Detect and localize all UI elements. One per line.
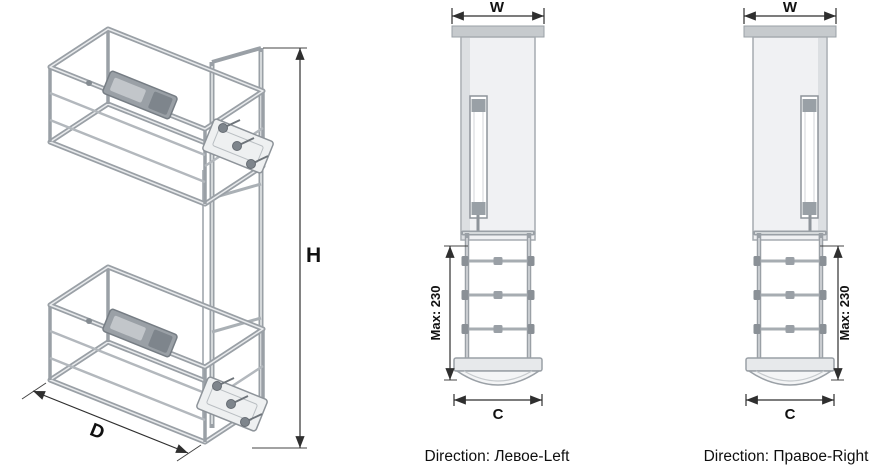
mounting-rails (202, 46, 264, 428)
c-dimension-label-left: C (493, 406, 504, 423)
h-dimension: H (252, 47, 321, 449)
caption-direction-right: Direction: Правое-Right (704, 448, 869, 465)
isometric-view: H D (21, 26, 321, 462)
max-height-label-left: Max: 230 (428, 286, 443, 341)
upper-mounting-bracket (202, 118, 274, 174)
h-dimension-label: H (306, 244, 321, 267)
lower-basket (47, 264, 266, 445)
d-dimension-label: D (87, 420, 108, 445)
front-view-right: W Max: 230 C Direction: Правое-Right (704, 0, 869, 465)
front-view-right-geometry (744, 8, 844, 406)
front-view-left-geometry (444, 8, 544, 406)
damper-unit-lower (102, 308, 178, 358)
d-dimension: D (21, 382, 202, 462)
front-view-left: W Max: 230 C Direction: Левое-Left (425, 0, 571, 465)
w-dimension-label-right: W (783, 0, 798, 16)
c-dimension-label-right: C (785, 406, 796, 423)
caption-direction-left: Direction: Левое-Left (425, 448, 571, 465)
upper-basket (47, 26, 266, 207)
lower-mounting-bracket (196, 376, 268, 432)
damper-unit-upper (102, 70, 178, 120)
max-height-label-right: Max: 230 (837, 286, 852, 341)
w-dimension-label-left: W (490, 0, 505, 16)
